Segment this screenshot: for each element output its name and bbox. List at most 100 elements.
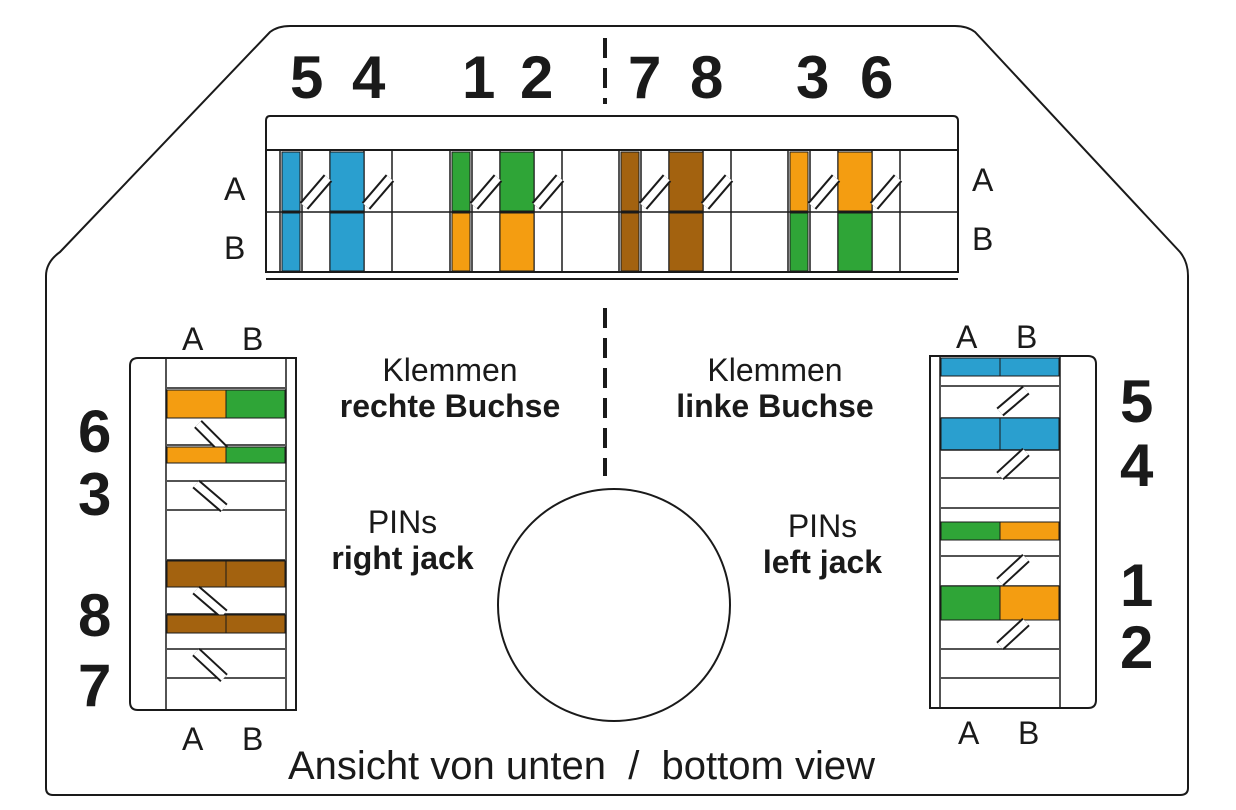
left-terminals-line1: Klemmen [707, 352, 843, 388]
right-block-row-1-wire-a [940, 357, 1001, 377]
left-block-row-8-contact [193, 481, 227, 511]
top-row-label-b-right: B [972, 221, 994, 257]
left-block-row-13-wire-b [225, 614, 286, 634]
center-hole [497, 488, 731, 722]
left-connector [129, 357, 297, 711]
top-group-3-thick-wire-a [668, 151, 704, 212]
left-footer-b: B [242, 721, 264, 757]
right-pins-caption: PINs right jack [300, 504, 505, 576]
right-pin-4: 4 [1120, 432, 1154, 499]
top-connector-body [265, 149, 959, 273]
right-block-row-14-wire-b [999, 585, 1060, 621]
right-pin-2: 2 [1120, 614, 1154, 681]
left-block-row-13-wire-a [166, 614, 227, 634]
top-pin-7: 7 [628, 44, 662, 111]
left-pin-6: 6 [78, 398, 112, 465]
right-block-row-5-wire-a [940, 417, 1001, 451]
top-pin-2: 2 [520, 44, 554, 111]
right-block-row-10-wire-a [940, 521, 1001, 541]
left-header-a: A [182, 321, 204, 357]
right-block-row-8-contact [997, 449, 1029, 479]
top-group-4-thin-wire-a [789, 151, 809, 212]
top-pin-4: 4 [352, 44, 386, 111]
top-group-4-contact-1 [809, 175, 839, 209]
top-group-1-thin-wire-a [281, 151, 301, 212]
top-pin-3: 3 [796, 44, 830, 111]
left-pins-line1: PINs [787, 508, 858, 544]
left-block-row-5-wire-b [225, 446, 286, 464]
left-pin-3: 3 [78, 461, 112, 528]
top-group-1-thick-wire-b [329, 212, 365, 272]
top-group-2-thin-wire-b [451, 212, 471, 272]
left-block-row-10-wire-a [166, 560, 227, 588]
right-block-row-4-contact [997, 387, 1029, 415]
right-block-row-5-wire-b [999, 417, 1060, 451]
left-pins-line2: left jack [762, 544, 883, 580]
top-group-2-thick-wire-b [499, 212, 535, 272]
left-block-row-12-contact [193, 587, 227, 617]
left-block-row-2-wire-b [225, 389, 286, 419]
top-group-1-thin-wire-b [281, 212, 301, 272]
top-group-2-thin-wire-a [451, 151, 471, 212]
right-header-a: A [956, 319, 978, 355]
top-group-3-thick-wire-b [668, 212, 704, 272]
top-group-3-thin-wire-b [620, 212, 640, 272]
right-pin-1: 1 [1120, 552, 1154, 619]
top-pin-5: 5 [290, 44, 324, 111]
top-group-2-contact-2 [533, 175, 563, 209]
left-terminals-line2: linke Buchse [676, 388, 874, 424]
top-group-4-thick-wire-a [837, 151, 873, 212]
top-group-1-contact-2 [363, 175, 393, 209]
right-terminals-line2: rechte Buchse [339, 388, 561, 424]
right-header-b: B [1016, 319, 1038, 355]
left-footer-a: A [182, 721, 204, 757]
right-terminals-caption: Klemmen rechte Buchse [310, 352, 590, 424]
top-row-label-a-left: A [224, 171, 246, 207]
top-pin-6: 6 [860, 44, 894, 111]
right-block-row-13-contact [997, 555, 1029, 585]
left-pin-8: 8 [78, 582, 112, 649]
left-block-row-16-contact [193, 649, 227, 681]
left-block-row-2-wire-a [166, 389, 227, 419]
left-pins-caption: PINs left jack [740, 508, 905, 580]
top-group-1-contact-1 [301, 175, 331, 209]
top-group-3-contact-1 [640, 175, 670, 209]
top-group-1-thick-wire-a [329, 151, 365, 212]
top-pin-1: 1 [462, 44, 496, 111]
top-connector [265, 115, 959, 280]
right-pins-line2: right jack [331, 540, 474, 576]
left-block-row-4-contact [195, 421, 227, 453]
top-group-4-contact-2 [871, 175, 901, 209]
left-block-row-5-wire-a [166, 446, 227, 464]
top-row-label-b-left: B [224, 230, 246, 266]
top-group-4-thick-wire-b [837, 212, 873, 272]
top-row-label-a-right: A [972, 162, 994, 198]
left-pin-7: 7 [78, 652, 112, 719]
right-block-row-10-wire-b [999, 521, 1060, 541]
right-footer-b: B [1018, 715, 1040, 751]
top-group-4-thin-wire-b [789, 212, 809, 272]
footer-caption: Ansicht von unten / bottom view [288, 744, 875, 788]
right-connector-frame [929, 355, 1097, 709]
top-group-3-contact-2 [702, 175, 732, 209]
top-group-3-thin-wire-a [620, 151, 640, 212]
right-pin-5: 5 [1120, 368, 1154, 435]
left-connector-frame [129, 357, 297, 711]
right-block-row-14-wire-a [940, 585, 1001, 621]
right-footer-a: A [958, 715, 980, 751]
left-header-b: B [242, 321, 264, 357]
top-group-2-contact-1 [471, 175, 501, 209]
left-block-row-10-wire-b [225, 560, 286, 588]
left-terminals-caption: Klemmen linke Buchse [640, 352, 910, 424]
right-block-row-1-wire-b [999, 357, 1060, 377]
top-connector-frame [265, 115, 959, 151]
right-pins-line1: PINs [367, 504, 438, 540]
right-block-row-16-contact [997, 619, 1029, 649]
top-group-2-thick-wire-a [499, 151, 535, 212]
housing-outline [45, 25, 1189, 796]
right-connector [929, 355, 1097, 709]
right-terminals-line1: Klemmen [382, 352, 518, 388]
top-pin-8: 8 [690, 44, 724, 111]
